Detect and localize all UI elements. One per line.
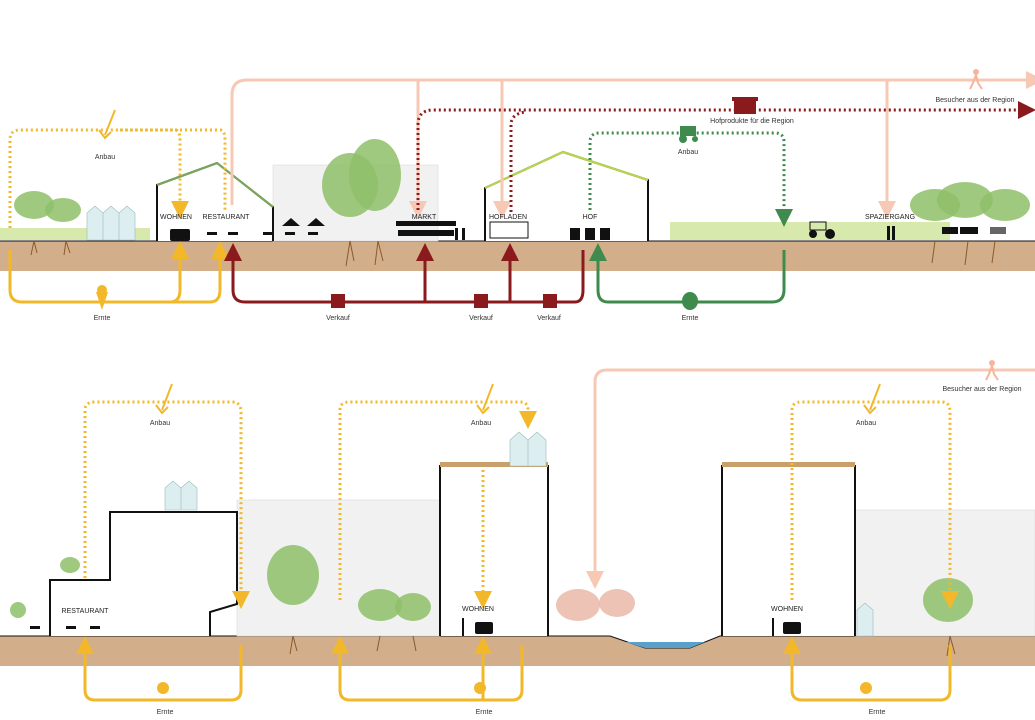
anbau-flow-1: [83, 400, 250, 609]
sofa-icon: [170, 229, 190, 241]
greenhouse: [86, 205, 136, 241]
water: [625, 642, 705, 648]
label-verkauf: Verkauf: [326, 315, 350, 322]
crate-icons: [331, 294, 557, 308]
label-besucher: Besucher aus der Region: [936, 97, 1015, 104]
pitchfork-icon: [98, 109, 116, 140]
anbau-flow-restaurant: [120, 128, 227, 210]
horses-icon: [942, 227, 1006, 234]
hofprodukte-from-hofladen: [509, 110, 526, 212]
label-hofladen: HOFLADEN: [489, 214, 527, 221]
label-restaurant: RESTAURANT: [62, 608, 110, 615]
walking-person-icon: [985, 360, 999, 381]
soil-layer: [0, 241, 1035, 271]
visitor-flow-restaurant: [230, 71, 1035, 205]
label-ernte: Ernte: [476, 709, 493, 716]
label-verkauf: Verkauf: [469, 315, 493, 322]
umbrella-icon: [282, 218, 325, 226]
roof-garden: [440, 462, 548, 467]
tractor-icon: [809, 221, 835, 239]
people-icon: [455, 226, 895, 240]
top-section: Anbau Ernte WOHNEN RESTAURANT MARKT HOFL…: [0, 69, 1035, 322]
rooftop-greenhouse: [509, 431, 547, 467]
market-stalls-icon: [396, 221, 456, 236]
label-anbau: Anbau: [95, 154, 115, 161]
label-hofprodukte: Hofprodukte für die Region: [710, 118, 794, 125]
ernte-flow-3: [783, 636, 952, 702]
carrot-icon: [96, 285, 108, 310]
carrot-icon: [157, 682, 169, 694]
label-markt: MARKT: [412, 214, 437, 221]
stepped-building-restaurant: [49, 511, 238, 636]
visitor-flow-bottom: [586, 368, 1035, 589]
label-ernte: Ernte: [869, 709, 886, 716]
label-verkauf: Verkauf: [537, 315, 561, 322]
tree-group-middle: [322, 139, 401, 267]
tables-icon: [207, 232, 318, 235]
tree-group-left: [14, 191, 81, 256]
carrot-icon: [474, 682, 486, 694]
tree-group-right: [910, 182, 1030, 266]
grass-field: [670, 222, 950, 240]
label-besucher: Besucher aus der Region: [943, 386, 1022, 393]
anbau-flow-3: [790, 400, 959, 609]
label-anbau: Anbau: [471, 420, 491, 427]
label-wohnen: WOHNEN: [160, 214, 192, 221]
label-anbau: Anbau: [856, 420, 876, 427]
furniture-icons: [30, 618, 801, 636]
hamper-icon: [732, 97, 758, 114]
label-wohnen: WOHNEN: [771, 606, 803, 613]
label-spaziergang: SPAZIERGANG: [865, 214, 915, 221]
tractor-icon-green: [679, 126, 698, 143]
anbau-flow-left: [8, 128, 189, 228]
pitchfork-icon: [476, 383, 494, 415]
label-ernte: Ernte: [157, 709, 174, 716]
label-anbau-farm: Anbau: [678, 149, 698, 156]
hofprodukte-flow: [416, 101, 1035, 210]
ernte-flow-wohnen: [8, 241, 189, 304]
label-ernte: Ernte: [94, 315, 111, 322]
tower-wohnen-middle: [439, 465, 549, 636]
ernte-flow-1: [76, 636, 243, 702]
bottom-section: Anbau Ernte RESTAURANT Anbau Ernte WOHNE…: [0, 360, 1035, 716]
label-wohnen: WOHNEN: [462, 606, 494, 613]
ernte-flow-restaurant: [170, 241, 229, 304]
pitchfork-icon: [863, 383, 881, 415]
roof-garden: [722, 462, 855, 467]
walking-person-icon: [969, 69, 983, 90]
greenhouse: [856, 602, 874, 637]
label-ernte-farm: Ernte: [682, 315, 699, 322]
verkauf-flow: [231, 250, 585, 304]
soil-layer: [0, 636, 1035, 666]
shop-counter-icon: [489, 221, 529, 239]
label-hof: HOF: [583, 214, 598, 221]
label-restaurant: RESTAURANT: [203, 214, 251, 221]
ernte-flow-2: [331, 636, 524, 702]
crates-icon: [570, 228, 610, 240]
rooftop-greenhouse: [164, 480, 198, 511]
label-anbau: Anbau: [150, 420, 170, 427]
pumpkin-icon: [682, 292, 698, 310]
carrot-icon: [860, 682, 872, 694]
pitchfork-icon: [155, 383, 173, 415]
trees-bottom: [10, 545, 973, 657]
